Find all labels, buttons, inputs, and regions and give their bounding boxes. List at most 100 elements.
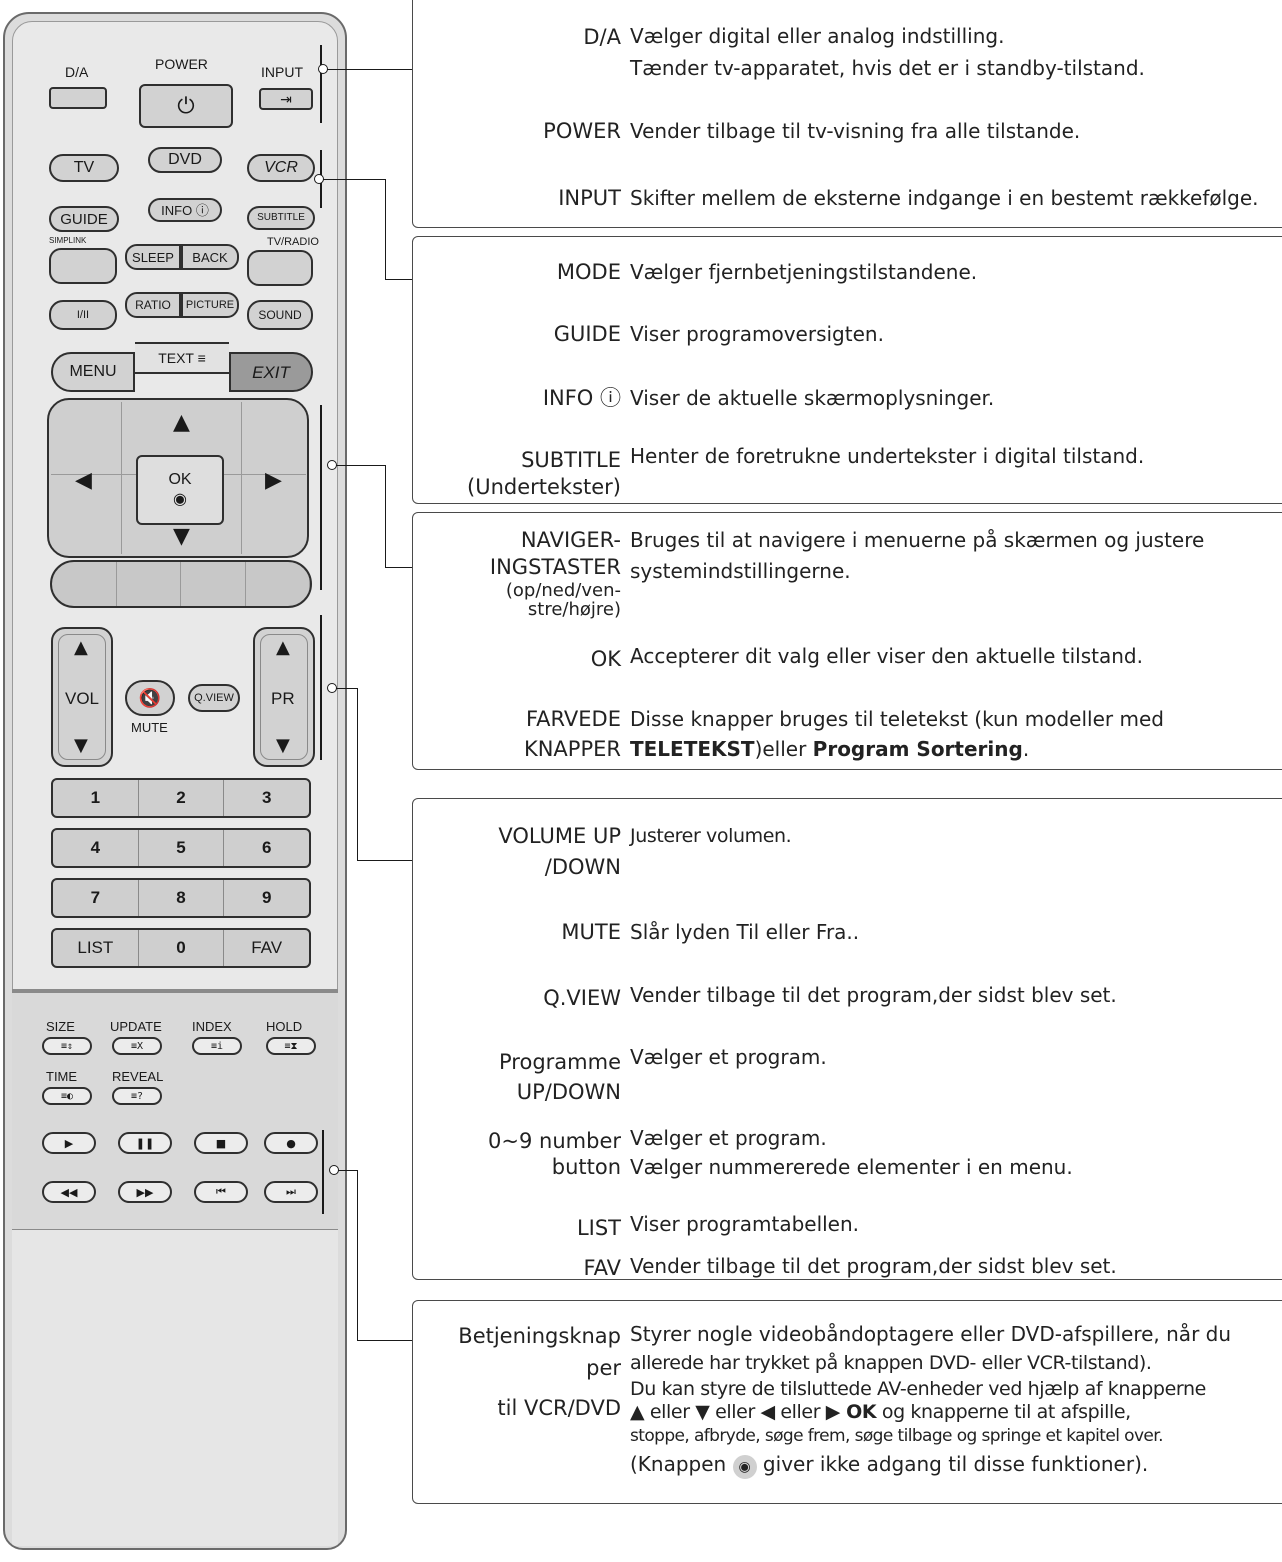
desc-input: Skifter mellem de eksterne indgange i en…	[630, 185, 1282, 212]
previous-button[interactable]: ⏮	[194, 1181, 248, 1203]
desc-color-end: .	[1023, 737, 1029, 761]
term-number: 0~9 number	[488, 1128, 621, 1154]
guide-button[interactable]: GUIDE	[49, 206, 119, 232]
mute-button[interactable]: 🔇	[125, 680, 175, 716]
desc-word: (Knappen	[630, 1452, 733, 1476]
list-button[interactable]: LIST	[53, 930, 139, 966]
power-label: POWER	[155, 56, 208, 72]
menu-button[interactable]: MENU	[51, 352, 135, 392]
bracket-line	[322, 1130, 324, 1214]
volume-rocker[interactable]: ▲ VOL ▼	[51, 627, 113, 767]
tv-mode-button[interactable]: TV	[49, 154, 119, 182]
term-qview: Q.VIEW	[543, 985, 621, 1011]
fav-button[interactable]: FAV	[224, 930, 309, 966]
reveal-button[interactable]: ≡?	[112, 1087, 162, 1105]
term-color-2: KNAPPER	[524, 736, 621, 762]
description-box-power-input: D/A Vælger digital eller analog indstill…	[412, 0, 1282, 228]
sleep-button[interactable]: SLEEP	[125, 244, 181, 270]
dpad-divider	[121, 402, 122, 554]
pr-up-button[interactable]: ▲	[276, 639, 290, 657]
back-button[interactable]: BACK	[181, 244, 239, 270]
blue-button[interactable]	[246, 562, 311, 606]
subtitle-button[interactable]: SUBTITLE	[247, 206, 315, 230]
term-guide: GUIDE	[554, 321, 621, 347]
exit-button[interactable]: EXIT	[229, 352, 313, 392]
record-button[interactable]: ●	[264, 1132, 318, 1154]
ok-button[interactable]: OK ◉	[136, 455, 224, 525]
right-arrow-button[interactable]: ▶	[265, 470, 282, 492]
desc-mute: Slår lyden Til eller Fra..	[630, 919, 1282, 946]
bracket-line	[320, 45, 322, 123]
desc-color-line1: Disse knapper bruges til teletekst (kun …	[630, 706, 1282, 733]
digit-8-button[interactable]: 8	[139, 880, 225, 916]
pr-down-button[interactable]: ▼	[276, 737, 290, 755]
da-label: D/A	[65, 64, 88, 80]
digit-9-button[interactable]: 9	[224, 880, 309, 916]
down-arrow-button[interactable]: ▼	[173, 526, 190, 548]
size-button[interactable]: ≡⇕	[42, 1037, 92, 1055]
qview-button[interactable]: Q.VIEW	[188, 684, 240, 712]
term-programme: Programme	[499, 1049, 621, 1075]
color-buttons[interactable]	[50, 560, 312, 608]
green-button[interactable]	[117, 562, 182, 606]
sound-button[interactable]: SOUND	[247, 300, 313, 330]
digit-2-button[interactable]: 2	[139, 780, 225, 816]
time-button[interactable]: ≡◐	[42, 1087, 92, 1105]
desc-word: giver ikke adgang til disse funktioner).	[757, 1452, 1149, 1476]
simplink-button[interactable]	[49, 248, 117, 284]
right-arrow-glyph: ▶	[826, 1401, 840, 1423]
digit-0-button[interactable]: 0	[139, 930, 225, 966]
digit-6-button[interactable]: 6	[224, 830, 309, 866]
update-label: UPDATE	[110, 1019, 162, 1034]
pr-label: PR	[271, 689, 295, 709]
connector-dot	[318, 64, 328, 74]
vol-up-button[interactable]: ▲	[74, 639, 88, 657]
update-button[interactable]: ≡X	[112, 1037, 162, 1055]
term-color-1: FARVEDE	[526, 706, 621, 732]
desc-word: eller	[644, 1401, 695, 1423]
hold-button[interactable]: ≡⧗	[266, 1037, 316, 1055]
digit-5-button[interactable]: 5	[139, 830, 225, 866]
yellow-button[interactable]	[181, 562, 246, 606]
digit-1-button[interactable]: 1	[53, 780, 139, 816]
i-ii-button[interactable]: I/II	[49, 300, 117, 330]
pause-button[interactable]: ❚❚	[118, 1132, 172, 1154]
picture-button[interactable]: PICTURE	[181, 292, 239, 318]
left-arrow-button[interactable]: ◀	[75, 470, 92, 492]
bracket-line	[320, 615, 322, 760]
da-button[interactable]	[49, 87, 107, 109]
connector-line	[385, 279, 412, 280]
tvradio-button[interactable]	[247, 250, 313, 286]
digit-7-button[interactable]: 7	[53, 880, 139, 916]
play-button[interactable]: ▶	[42, 1132, 96, 1154]
stop-button[interactable]: ■	[194, 1132, 248, 1154]
program-sortering-text: Program Sortering	[813, 737, 1023, 761]
digit-4-button[interactable]: 4	[53, 830, 139, 866]
fast-forward-button[interactable]: ▶▶	[118, 1181, 172, 1203]
connector-line	[385, 465, 386, 567]
connector-dot	[314, 174, 324, 184]
info-button[interactable]: INFO ⓘ	[148, 198, 222, 222]
next-button[interactable]: ⏭	[264, 1181, 318, 1203]
red-button[interactable]	[52, 562, 117, 606]
up-arrow-button[interactable]: ▲	[173, 412, 190, 434]
term-nav-3: (op/ned/ven-	[506, 581, 621, 601]
text-button[interactable]: TEXT ≡	[135, 342, 229, 374]
dvd-mode-button[interactable]: DVD	[148, 147, 222, 173]
desc-word: eller	[775, 1401, 826, 1423]
connector-line	[322, 179, 385, 180]
input-button[interactable]: ⇥	[259, 88, 313, 110]
rewind-button[interactable]: ◀◀	[42, 1181, 96, 1203]
index-button[interactable]: ≡i	[192, 1037, 242, 1055]
vcr-mode-button[interactable]: VCR	[247, 154, 315, 182]
connector-line	[357, 1170, 358, 1340]
vol-down-button[interactable]: ▼	[74, 737, 88, 755]
power-button[interactable]: ⏻	[139, 84, 233, 128]
term-da: D/A	[583, 24, 621, 50]
down-arrow-glyph: ▼	[695, 1401, 709, 1423]
program-rocker[interactable]: ▲ PR ▼	[253, 627, 315, 767]
ratio-button[interactable]: RATIO	[125, 292, 181, 318]
connector-line	[357, 860, 412, 861]
digit-3-button[interactable]: 3	[224, 780, 309, 816]
left-arrow-glyph: ◀	[761, 1401, 775, 1423]
